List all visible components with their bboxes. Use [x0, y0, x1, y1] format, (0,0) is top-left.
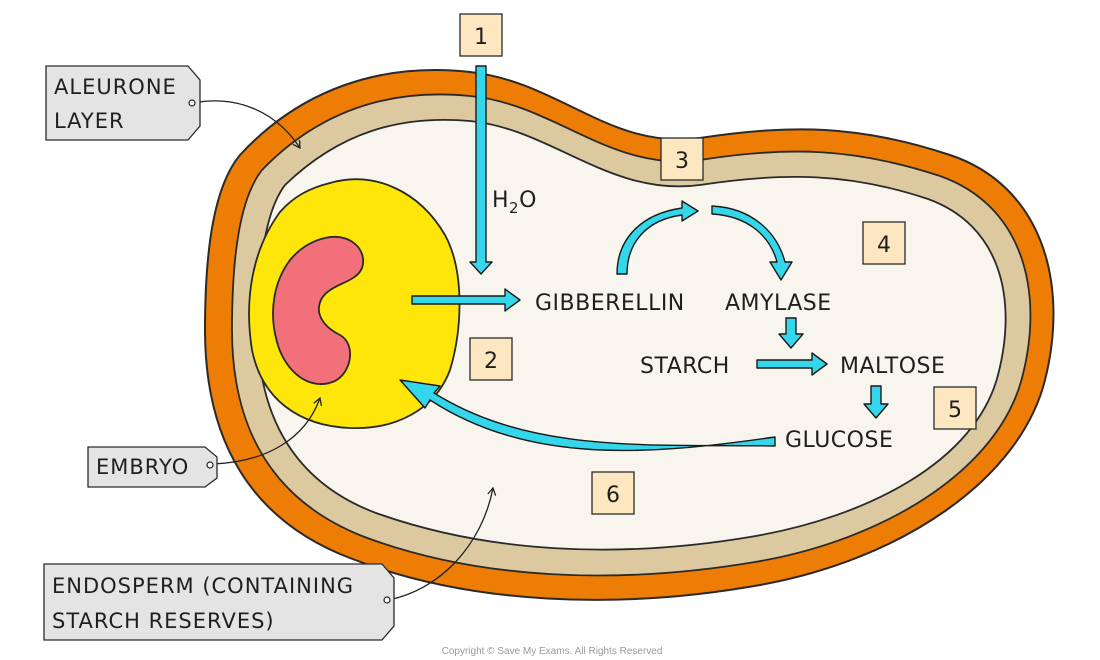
- svg-text:5: 5: [948, 398, 962, 423]
- maltose-label: MALTOSE: [840, 354, 945, 379]
- maltose-down-arrow: [863, 385, 889, 419]
- step-3: 3: [660, 137, 704, 181]
- aleurone-layer-tag: ALEURONE LAYER: [45, 65, 201, 141]
- gibberellin-label: GIBBERELLIN: [535, 291, 685, 316]
- endosperm-leader: [387, 486, 497, 601]
- aleurone-leader: [192, 100, 301, 150]
- svg-text:4: 4: [877, 233, 891, 258]
- amylase-label: AMYLASE: [725, 291, 832, 316]
- step-1: 1: [459, 13, 503, 57]
- leader-lines: [192, 100, 497, 601]
- embryo-label: EMBRYO: [96, 455, 189, 479]
- step-5: 5: [933, 386, 977, 430]
- step-2: 2: [469, 337, 513, 381]
- embryo-inner: [272, 235, 365, 385]
- svg-text:6: 6: [606, 483, 620, 508]
- water-label: H2O: [492, 188, 537, 217]
- starch-label: STARCH: [640, 354, 730, 379]
- endosperm-label-line2: STARCH RESERVES): [52, 609, 275, 633]
- embryo-tag: EMBRYO: [87, 446, 218, 488]
- svg-text:1: 1: [474, 25, 488, 50]
- aleurone-label-line1: ALEURONE: [54, 75, 177, 99]
- to-aleurone-arrow: [616, 200, 699, 275]
- to-amylase-arrow: [711, 205, 793, 281]
- svg-text:2: 2: [484, 349, 498, 374]
- endosperm-tag: ENDOSPERM (CONTAINING STARCH RESERVES): [43, 563, 395, 641]
- process-arrows: [399, 65, 889, 452]
- gibberellin-arrow: [411, 288, 521, 312]
- aleurone-label-line2: LAYER: [54, 109, 125, 133]
- svg-text:3: 3: [675, 149, 689, 174]
- glucose-label: GLUCOSE: [785, 428, 893, 453]
- glucose-return-arrow: [399, 379, 776, 452]
- amylase-down-arrow: [778, 317, 804, 349]
- water-arrow: [469, 65, 493, 275]
- step-6: 6: [591, 471, 635, 515]
- step-4: 4: [862, 221, 906, 265]
- endosperm-label-line1: ENDOSPERM (CONTAINING: [52, 574, 354, 598]
- endosperm: [257, 118, 1007, 551]
- starch-maltose-arrow: [756, 352, 828, 376]
- embryo-leader: [212, 396, 323, 465]
- copyright-text: Copyright © Save My Exams. All Rights Re…: [442, 646, 663, 657]
